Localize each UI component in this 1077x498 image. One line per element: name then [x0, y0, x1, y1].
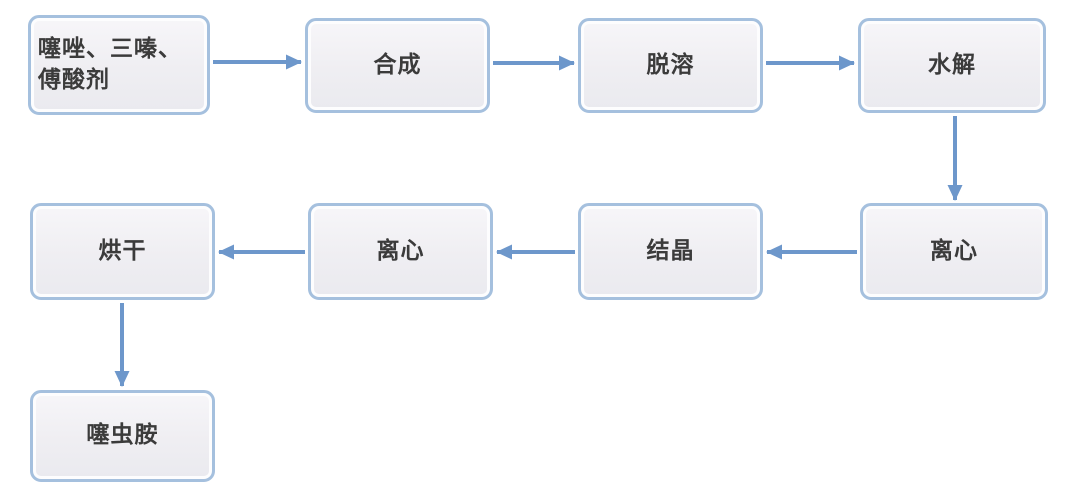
node-drying: 烘干 [30, 203, 215, 300]
node-centrifugation-1-label: 离心 [930, 237, 978, 264]
node-drying-label: 烘干 [98, 237, 147, 264]
node-synthesis: 合成 [305, 18, 490, 113]
node-product-label: 噻虫胺 [86, 422, 159, 449]
node-desolvation-label: 脱溶 [646, 51, 695, 78]
node-raw-materials: 噻唑、三嗪、 傅酸剂 [28, 15, 210, 115]
node-hydrolysis-label: 水解 [928, 51, 976, 78]
node-raw-materials-label: 噻唑、三嗪、 傅酸剂 [38, 35, 182, 93]
node-centrifugation-1: 离心 [860, 203, 1048, 300]
node-synthesis-label: 合成 [373, 51, 422, 78]
node-centrifugation-2-label: 离心 [376, 237, 425, 264]
node-desolvation: 脱溶 [578, 18, 763, 113]
node-crystallization-label: 结晶 [646, 237, 695, 264]
node-product: 噻虫胺 [30, 390, 215, 482]
node-crystallization: 结晶 [578, 203, 763, 300]
node-hydrolysis: 水解 [858, 18, 1046, 113]
node-centrifugation-2: 离心 [308, 203, 493, 300]
